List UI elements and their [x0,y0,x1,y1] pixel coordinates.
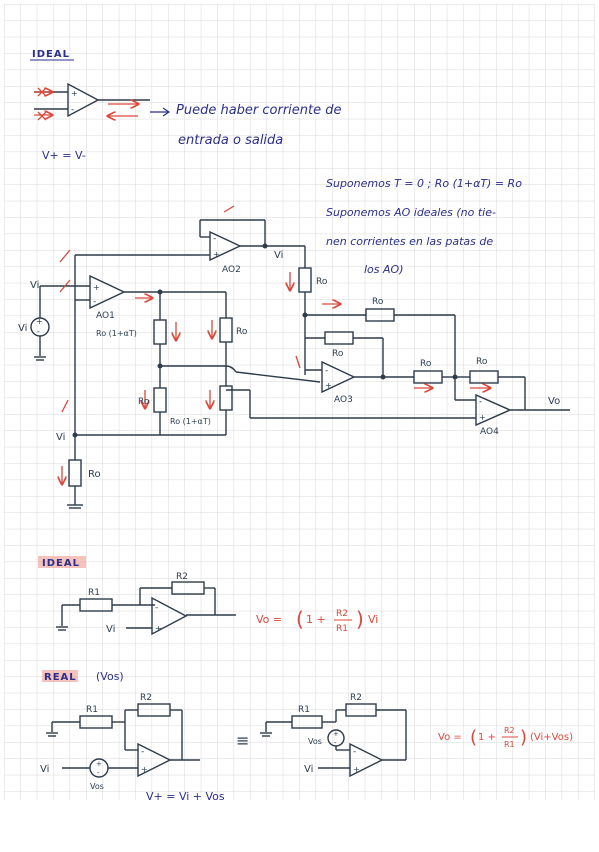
r-ground-label: Ro [88,469,101,480]
assumption-2: Suponemos AO ideales (no tie- [326,206,496,219]
s3-formula-lparen: ( [470,727,477,748]
s3-formula-lhs: Vo = [438,732,462,743]
s3r-source-plus: + [333,730,339,738]
s3r-vi-label: Vi [304,764,313,775]
s2-formula-rparen: ) [356,607,364,631]
note-line2: entrada o salida [178,133,283,148]
vi-label-bottom: Vi [56,432,65,443]
ao4-label: AO4 [480,427,499,437]
real-circuit-right [260,703,407,778]
vi-label-top: Vi [30,280,39,291]
s3-bottom-equation: V+ = Vi + Vos [146,790,225,803]
s2-formula-lhs: Vo = [256,613,282,626]
assumption-3: nen corrientes en las patas de [326,235,493,248]
r-bridge-bl-label: Ro [138,397,150,407]
s3l-source-plus: + [96,760,102,768]
s3l-plus: + [141,765,148,774]
r-bridge-tr-label: Ro [236,327,248,337]
junction-dots [72,243,458,438]
s3l-r1-label: R1 [86,705,98,715]
equivalence-sign: ≡ [236,731,249,750]
s2-r1-label: R1 [88,588,100,598]
current-arrows [60,205,490,484]
s3-formula-tail: (Vi+Vos) [530,732,573,743]
s3l-r2-label: R2 [140,693,152,703]
s3l-vi-label: Vi [40,764,49,775]
s2-minus: - [155,603,158,613]
r-ao3-fb-label: Ro [372,297,384,307]
r-ao3-mid-label: Ro [332,349,344,359]
ao1-minus: - [93,297,96,307]
s3-formula: Vo = ( 1 + R2 R1 ) (Vi+Vos) [438,726,573,749]
s2-formula: Vo = ( 1 + R2 R1 ) Vi [256,607,378,634]
vi-label-ao2: Vi [274,250,283,261]
ao4-plus: + [479,413,486,422]
small-opamp-minus: - [71,105,74,115]
r-bridge-tl-label: Ro (1+αT) [96,329,137,338]
grid-background [4,4,595,800]
s3l-vos-label: Vos [90,782,104,791]
section-ideal-1: IDEAL + - Puede haber corriente de entra… [18,49,570,509]
s2-vi-label: Vi [106,624,115,635]
ao3-plus: + [325,381,332,390]
s3-formula-rparen: ) [520,727,527,748]
section2-heading-bg [38,556,86,568]
ao3-minus: - [325,366,328,376]
section3-heading: REAL [44,672,77,683]
ao3-label: AO3 [334,395,353,405]
ao2-minus: - [213,234,216,244]
s3r-vos-label: Vos [308,737,322,746]
s2-formula-lparen: ( [296,607,304,631]
s3r-r1-label: R1 [298,705,310,715]
r-ao4-fb-label: Ro [476,357,488,367]
s3r-r2-label: R2 [350,693,362,703]
noninverting-circuit [56,581,236,636]
section1-heading: IDEAL [32,49,70,60]
note-arrow-head [162,107,171,117]
ao2-label: AO2 [222,265,241,275]
section2-heading: IDEAL [42,558,80,569]
ao4-minus: - [479,397,482,407]
ao1-plus: + [93,283,100,292]
s2-formula-one: 1 + [306,613,326,626]
s2-formula-num: R2 [336,609,348,619]
s2-plus: + [155,624,162,633]
vi-source-minus: - [37,327,40,336]
ao1-label: AO1 [96,311,115,321]
section3-heading-bg [42,670,78,682]
s2-formula-den: R1 [336,624,348,634]
section-ideal-2: IDEAL - + R1 R2 Vi Vo = ( 1 + R2 [38,556,378,636]
ao2-plus: + [213,250,220,259]
s3r-source-minus: - [334,739,337,747]
small-opamp-plus: + [71,89,78,98]
real-circuit-left [46,703,200,778]
section-real: REAL (Vos) - + + - R1 R2 V [40,670,573,803]
s2-formula-tail: Vi [368,613,378,626]
s3-formula-one: 1 + [478,732,496,743]
small-opamp-red-marks [34,88,138,120]
s2-r2-label: R2 [176,572,188,582]
vi-label-source: Vi [18,323,27,334]
r-bridge-br-label: Ro (1+αT) [170,417,211,426]
s3r-minus: - [353,747,356,757]
r-top-label: Ro [316,277,328,287]
vo-label: Vo [548,396,560,407]
s3-formula-den: R1 [504,740,515,749]
s3r-plus: + [353,765,360,774]
r-ao3-out-label: Ro [420,359,432,369]
ideal-equation: V+ = V- [42,149,86,162]
s3-formula-num: R2 [504,726,515,735]
vi-source-plus: + [36,317,43,326]
s3l-source-minus: - [97,769,100,777]
assumption-1: Suponemos T = 0 ; Ro (1+αT) = Ro [326,177,522,190]
section3-subtitle: (Vos) [96,670,124,683]
note-line1: Puede haber corriente de [176,103,342,118]
s3l-minus: - [141,747,144,757]
assumption-4: los AO) [364,263,404,276]
